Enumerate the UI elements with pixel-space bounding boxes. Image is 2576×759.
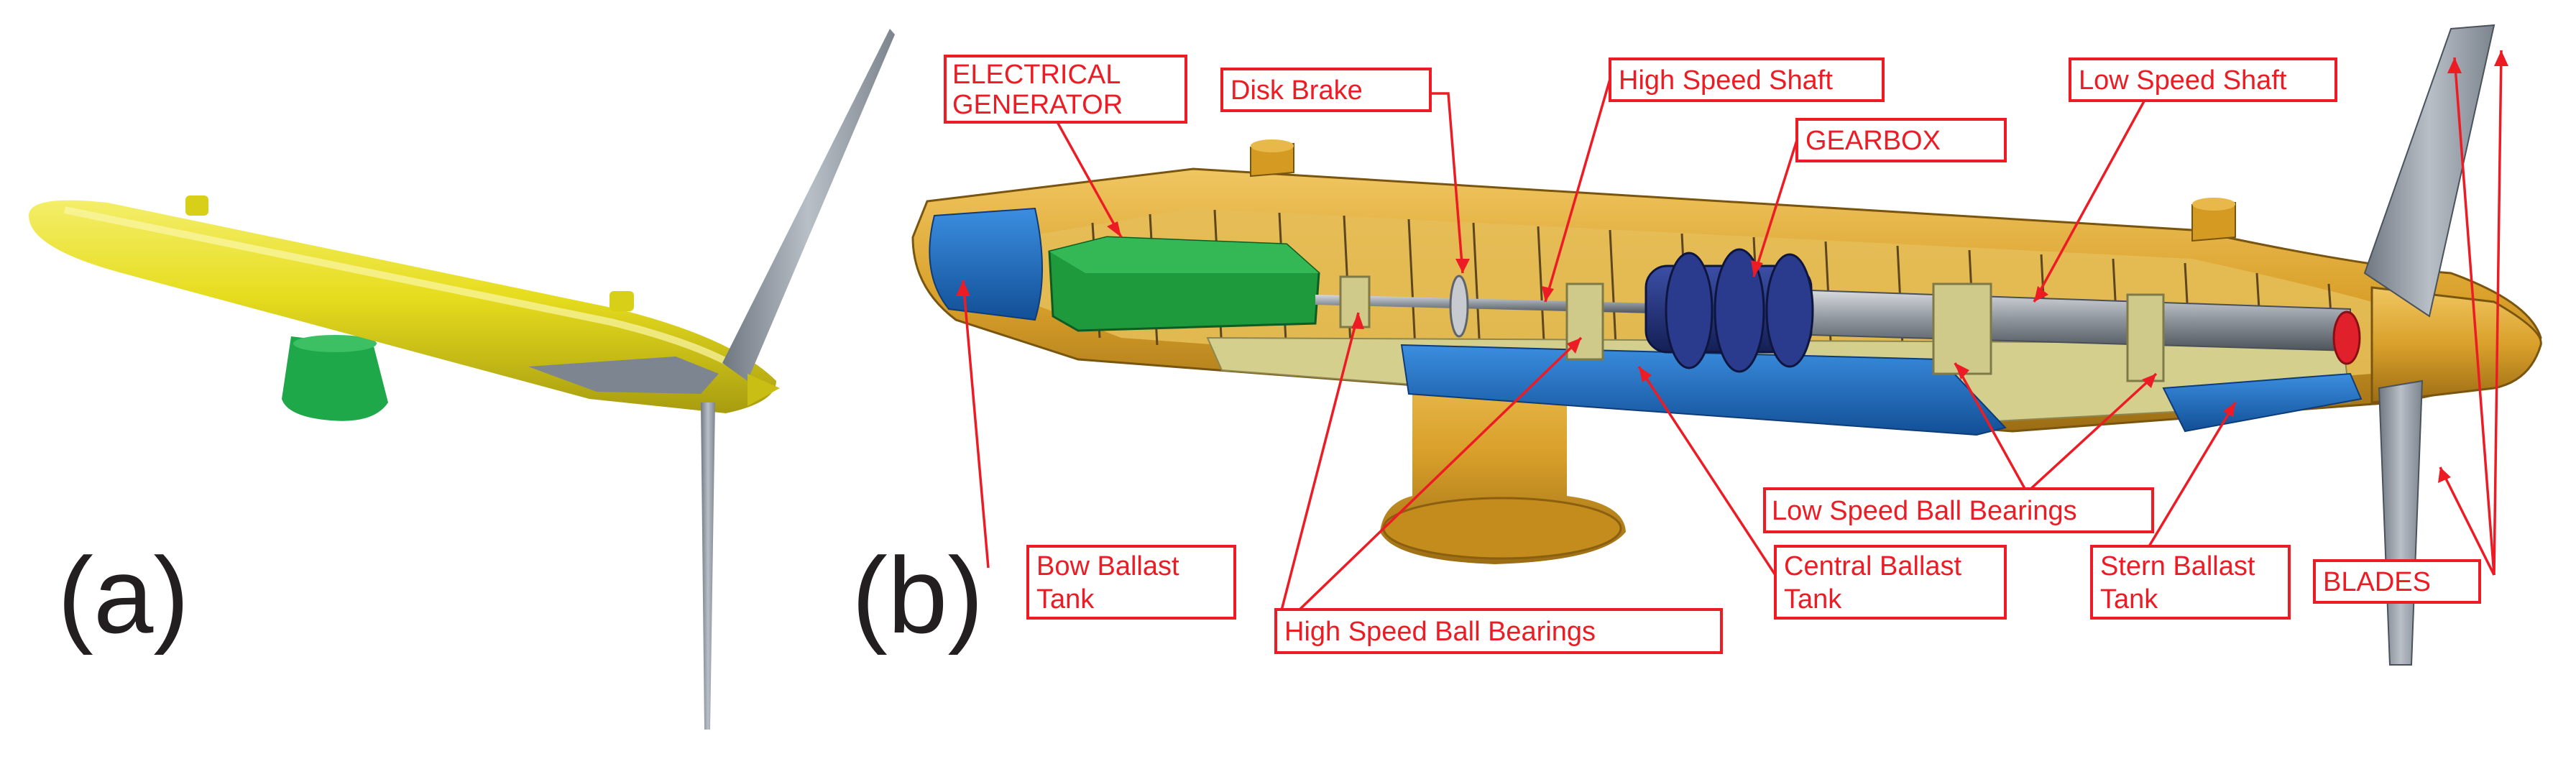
callout-high-speed-ball-bearings: High Speed Ball Bearings	[1274, 608, 1723, 654]
callout-disk-brake: Disk Brake	[1220, 68, 1432, 112]
callout-gearbox: GEARBOX	[1795, 118, 2007, 162]
callout-high-speed-shaft: High Speed Shaft	[1609, 58, 1885, 102]
low-speed-bearing-2	[2126, 293, 2165, 382]
callout-stern-ballast-tank-line1: Stern Ballast	[2100, 551, 2255, 581]
panel-label-a: (a)	[58, 535, 189, 656]
callout-high-speed-ball-bearings-text: High Speed Ball Bearings	[1284, 617, 1596, 647]
leader-arrowheads	[956, 50, 2508, 483]
callout-low-speed-shaft-text: Low Speed Shaft	[2079, 65, 2287, 96]
callout-stern-ballast-tank-line2: Tank	[2100, 584, 2158, 615]
generator-top-face	[1049, 237, 1319, 273]
callout-blades: BLADES	[2313, 559, 2481, 604]
high-speed-bearing-1	[1339, 275, 1371, 328]
rotor-coupling	[2332, 310, 2361, 365]
callout-disk-brake-text: Disk Brake	[1230, 75, 1363, 106]
blade-a-lower	[701, 402, 715, 730]
callout-gearbox-text: GEARBOX	[1806, 126, 1941, 156]
hull-a-stern-panel	[528, 356, 719, 394]
callout-low-speed-ball-bearings: Low Speed Ball Bearings	[1763, 487, 2154, 533]
hull-b-hatch-front-top	[1251, 139, 1294, 152]
callout-central-ballast-tank: Central Ballast Tank	[1774, 545, 2007, 620]
support-pylon-a-top	[293, 335, 377, 352]
callout-low-speed-ball-bearings-text: Low Speed Ball Bearings	[1772, 496, 2077, 526]
callout-blades-text: BLADES	[2323, 567, 2431, 597]
hull-b-hatch-rear-top	[2192, 198, 2235, 211]
callout-electrical-generator-line2: GENERATOR	[952, 90, 1123, 120]
hull-a	[29, 200, 776, 413]
support-pylon-a	[282, 336, 388, 421]
callout-high-speed-shaft-text: High Speed Shaft	[1619, 65, 1833, 96]
central-pylon-base	[1382, 497, 1622, 560]
panel-a-turbine	[29, 29, 895, 730]
hull-a-bump-1	[185, 196, 208, 216]
panel-label-b: (b)	[852, 535, 983, 656]
blade-a-upper	[722, 29, 895, 381]
callout-low-speed-shaft: Low Speed Shaft	[2069, 58, 2337, 102]
bow-ballast-tank-shape	[929, 207, 1043, 321]
blade-b-lower	[2378, 380, 2424, 666]
callout-electrical-generator: ELECTRICAL GENERATOR	[944, 55, 1187, 124]
panel-b-cutaway	[911, 24, 2542, 666]
callout-bow-ballast-tank-line2: Tank	[1036, 584, 1095, 615]
leader-lines	[962, 50, 2503, 634]
hub-a	[748, 374, 780, 406]
callout-bow-ballast-tank: Bow Ballast Tank	[1026, 545, 1236, 620]
stern-ballast-tank-shape	[2162, 372, 2363, 433]
blade-b-upper	[2363, 24, 2496, 318]
central-ballast-tank-shape	[1400, 344, 2007, 436]
callout-central-ballast-tank-line1: Central Ballast	[1784, 551, 1962, 581]
callout-bow-ballast-tank-line1: Bow Ballast	[1036, 551, 1179, 581]
gearbox-shape	[1644, 248, 1814, 373]
hull-a-bump-2	[610, 291, 634, 311]
callout-central-ballast-tank-line2: Tank	[1784, 584, 1842, 615]
low-speed-bearing-1	[1932, 282, 1992, 375]
disk-brake-shape	[1449, 275, 1469, 338]
callout-electrical-generator-line1: ELECTRICAL	[952, 60, 1121, 90]
callout-stern-ballast-tank: Stern Ballast Tank	[2090, 545, 2291, 620]
